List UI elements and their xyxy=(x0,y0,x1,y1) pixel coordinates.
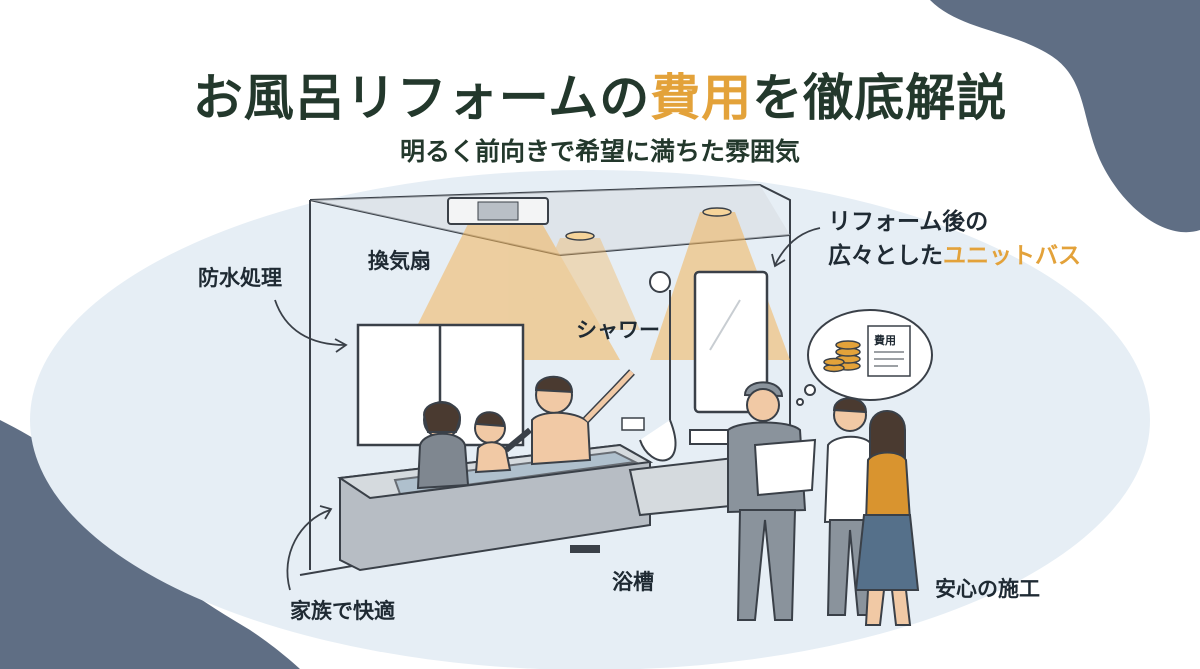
shower-icon xyxy=(639,271,731,462)
callout-line2: 広々としたユニットバス xyxy=(828,239,1081,273)
ventilation-fan-icon xyxy=(447,197,549,225)
couple xyxy=(823,397,920,626)
arrow-callout xyxy=(774,227,821,266)
ceiling-lamp-icon xyxy=(565,231,595,241)
arrow-family xyxy=(286,509,331,591)
title-part1: お風呂リフォームの xyxy=(192,69,651,127)
callout-line1: リフォーム後の xyxy=(828,209,989,235)
label-shower: シャワー xyxy=(576,318,660,342)
arrow-waterproof xyxy=(274,299,346,346)
family-in-bathtub xyxy=(416,369,635,490)
unit-bath-callout: リフォーム後の 広々としたユニットバス xyxy=(828,205,1081,273)
label-safe-construction: 安心の施工 xyxy=(935,577,1040,601)
label-fan: 換気扇 xyxy=(368,249,431,273)
label-waterproof: 防水処理 xyxy=(198,266,282,290)
label-bathtub: 浴槽 xyxy=(612,570,654,594)
annotation-arrows xyxy=(274,227,821,591)
title-highlight: 費用 xyxy=(650,69,753,127)
label-family: 家族で快適 xyxy=(290,599,395,623)
title-part2: を徹底解説 xyxy=(752,69,1008,127)
document-icon xyxy=(867,325,911,377)
coin-stack-icon xyxy=(823,340,861,373)
mirror xyxy=(693,270,769,414)
callout-line2-highlight: ユニットバス xyxy=(943,243,1081,269)
document-text: 費用 xyxy=(873,333,896,347)
ceiling-lamp-icon xyxy=(702,207,732,217)
cost-speech-bubble: 費用 xyxy=(796,309,933,406)
page-subtitle: 明るく前向きで希望に満ちた雰囲気 xyxy=(399,137,800,166)
callout-line2-prefix: 広々とした xyxy=(828,243,943,269)
construction-worker xyxy=(727,381,817,621)
page-title: お風呂リフォームの費用を徹底解説 xyxy=(0,58,1200,130)
